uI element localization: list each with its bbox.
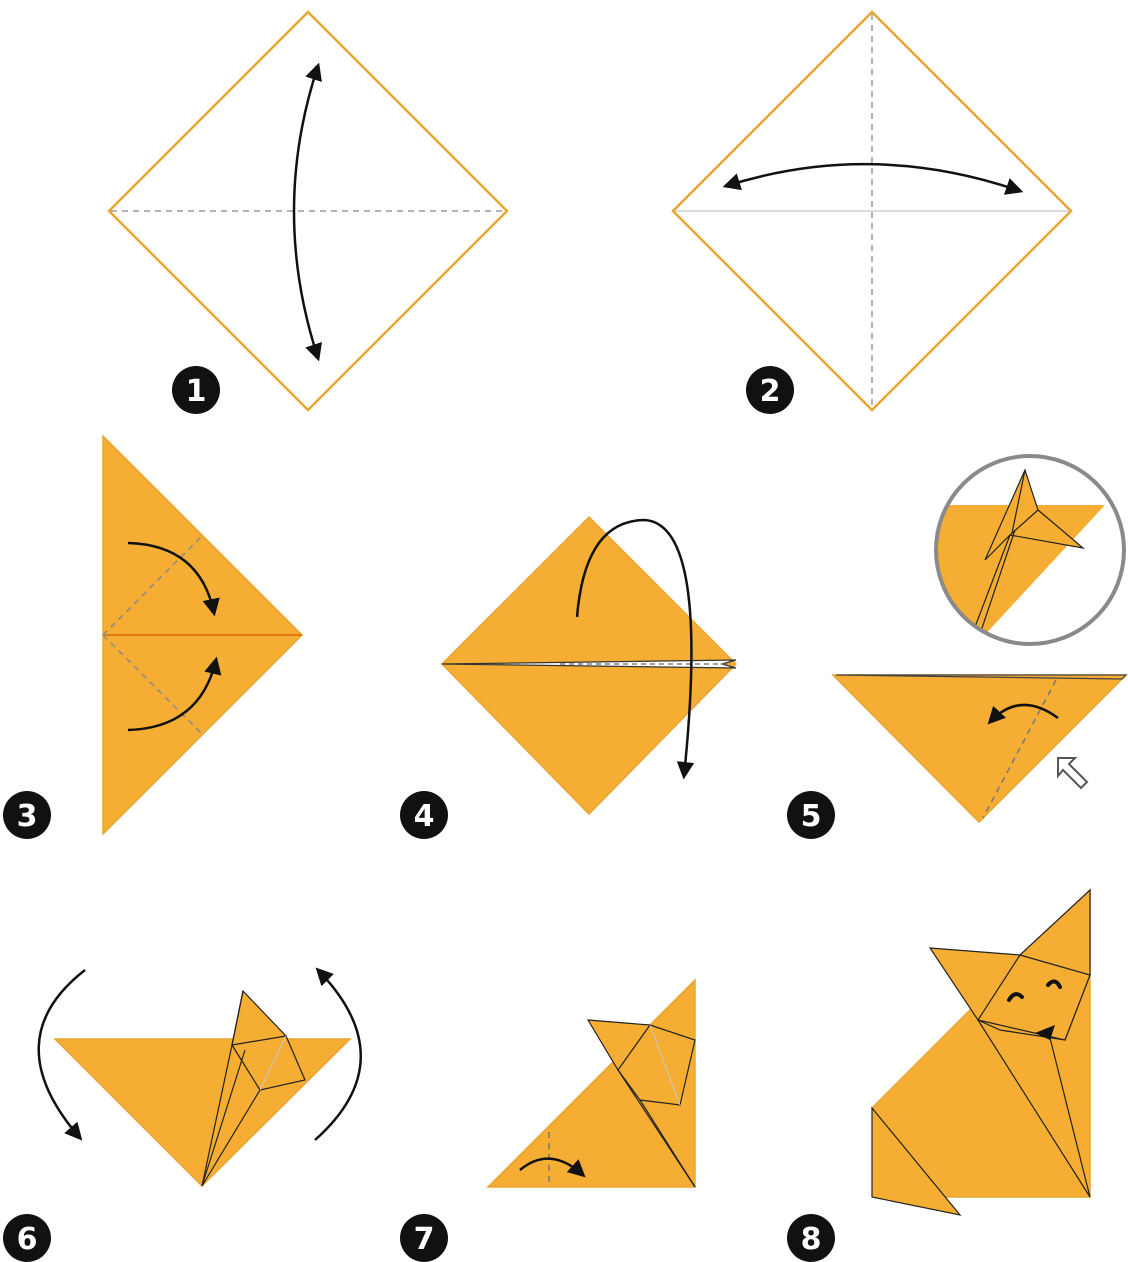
step-badge-7: 7 <box>400 1214 448 1262</box>
step-number: 4 <box>414 799 435 834</box>
step-7: 7 <box>400 980 695 1262</box>
step-badge-2: 2 <box>746 366 794 414</box>
step-number: 6 <box>17 1222 38 1257</box>
step-number: 1 <box>186 374 207 409</box>
step-4: 4 <box>400 517 736 839</box>
step-badge-8: 8 <box>787 1214 835 1262</box>
step-number: 3 <box>17 799 38 834</box>
step-number: 2 <box>760 374 781 409</box>
step-1: 1 <box>109 12 507 414</box>
step-badge-3: 3 <box>3 791 51 839</box>
step-3: 3 <box>3 436 302 839</box>
step-badge-1: 1 <box>172 366 220 414</box>
step-badge-6: 6 <box>3 1214 51 1262</box>
step-number: 8 <box>801 1222 822 1257</box>
step-8: 8 <box>787 890 1090 1262</box>
step-6: 6 <box>3 970 361 1262</box>
paper-triangle <box>833 675 1126 822</box>
step-2: 2 <box>673 12 1071 414</box>
step-number: 7 <box>414 1222 435 1257</box>
step-5: 5 <box>787 456 1126 839</box>
step-badge-5: 5 <box>787 791 835 839</box>
step-badge-4: 4 <box>400 791 448 839</box>
step-number: 5 <box>801 799 822 834</box>
paper-triangle <box>55 1039 350 1186</box>
hollow-arrow-icon <box>1058 758 1087 788</box>
zoom-circle-icon <box>936 456 1124 644</box>
